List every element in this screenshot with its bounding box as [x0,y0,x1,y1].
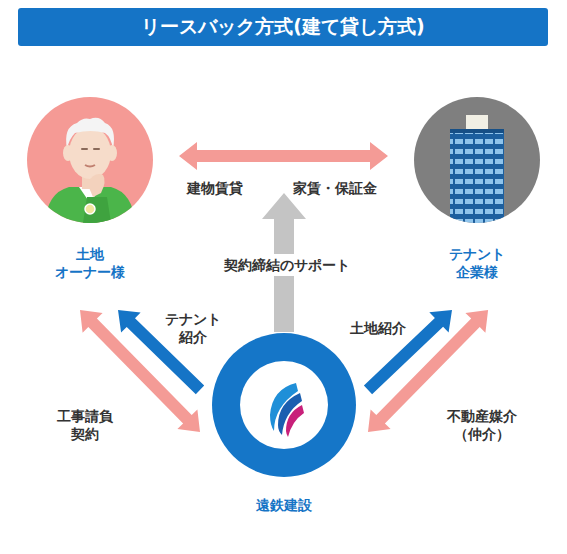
edge-label: テナント 紹介 [158,310,228,346]
owner-illustration [27,97,153,223]
edge-label: 土地紹介 [338,319,418,337]
node-label: 土地 オーナー様 [50,245,130,281]
circle-node: 遠鉄建設 [200,325,368,520]
note-label: 家賃・保証金 [280,179,390,197]
circle-node: 土地 オーナー様 [25,95,155,310]
node-label-wrap: 土地 オーナー様 [25,245,155,281]
diagram-title: リースバック方式(建て貸し方式) [141,14,424,40]
title-band: リースバック方式(建て貸し方式) [18,8,548,46]
arrow-connector [179,142,388,170]
edge-label: 建物賃貸 [175,179,255,197]
circle-node: テナント 企業様 [412,95,542,310]
edge-label: 工事請負 契約 [50,407,120,443]
node-label-wrap: 遠鉄建設 [200,496,368,514]
owner-circle [27,97,153,223]
node-label: テナント 企業様 [437,245,517,281]
tenant-illustration [414,97,540,223]
company-logo-circle [212,333,356,477]
note-label: 契約締結のサポート [202,254,372,276]
owner-figure [45,118,135,223]
node-label-wrap: テナント 企業様 [412,245,542,281]
node-label: 遠鉄建設 [244,496,324,514]
building-figure [450,115,504,223]
edge-label: 不動産媒介 （仲介） [442,407,522,443]
